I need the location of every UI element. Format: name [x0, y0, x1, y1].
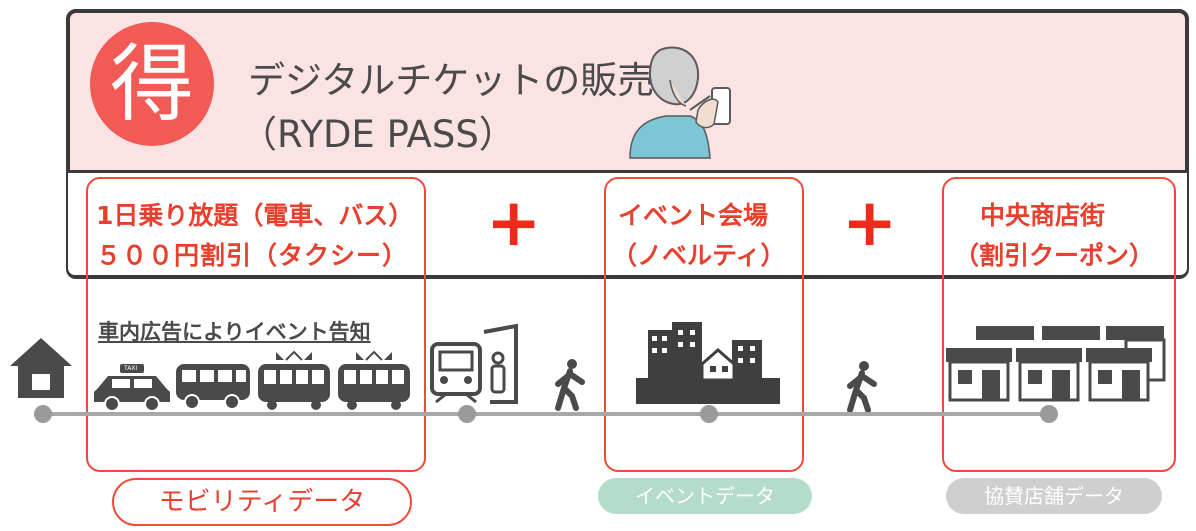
- header-subtitle: （RYDE PASS）: [240, 113, 516, 156]
- person-phone-icon: [629, 46, 731, 159]
- plus-sign-2: +: [842, 184, 898, 261]
- bus-icon: [176, 364, 250, 410]
- walking-person-icon: [847, 361, 877, 413]
- train-icon: [258, 350, 330, 410]
- train-icon: [338, 350, 410, 410]
- home-icon: [10, 338, 72, 398]
- shop-frame: [942, 177, 1176, 472]
- shop-offer-line1: 中央商店街: [980, 201, 1106, 230]
- route-node-home: [34, 405, 52, 423]
- shop-offer-line2: （割引クーポン）: [954, 241, 1155, 270]
- route-node-shop: [1040, 405, 1058, 423]
- header-title: デジタルチケットの販売: [248, 59, 655, 102]
- discount-badge: 得: [90, 22, 214, 146]
- walking-person-icon: [555, 359, 585, 411]
- mobility-data-label: モビリティデータ: [112, 478, 412, 526]
- route-node-station: [458, 405, 476, 423]
- panel-divider: [68, 170, 1187, 173]
- event-data-label: イベントデータ: [598, 478, 812, 514]
- ad-announcement-label: 車内広告によりイベント告知: [98, 320, 371, 344]
- event-offer-line2: （ノベルティ）: [612, 241, 786, 270]
- route-line: [41, 412, 1051, 416]
- panel-lower: [68, 173, 1187, 275]
- event-frame: [604, 177, 804, 472]
- event-offer-line1: イベント会場: [618, 201, 769, 230]
- station-icon: [430, 323, 518, 404]
- shop-data-label: 協賛店舗データ: [946, 478, 1162, 514]
- buildings-icon: [636, 322, 780, 404]
- mobility-offer-line2: ５００円割引（タクシー）: [96, 241, 409, 270]
- shops-icon: [946, 326, 1166, 402]
- taxi-icon: [94, 364, 170, 412]
- taxi-sign-text: TAXI: [124, 365, 138, 372]
- mobility-frame: [86, 177, 426, 472]
- plus-sign-1: +: [486, 184, 542, 261]
- mobility-offer-line1: 1日乗り放題（電車、バス）: [96, 201, 414, 230]
- route-node-event: [700, 405, 718, 423]
